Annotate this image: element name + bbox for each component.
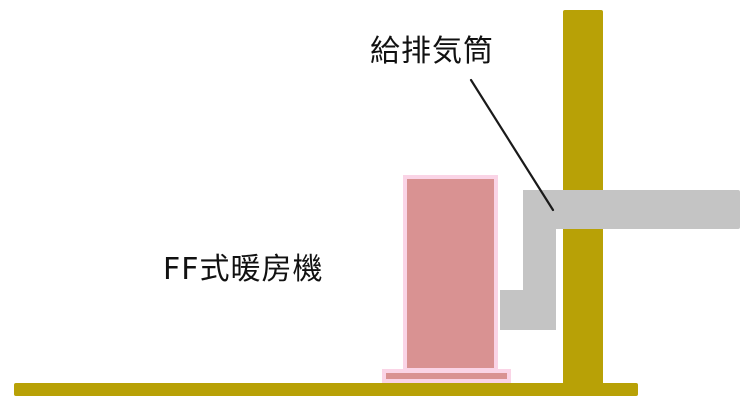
ff-heater-unit — [403, 175, 498, 372]
heater-base — [382, 369, 511, 383]
flue-pipe-label: 給排気筒 — [370, 34, 494, 69]
flue-pipe-horizontal — [523, 190, 740, 229]
heater-body — [407, 179, 494, 368]
heater-label: FF式暖房機 — [163, 252, 324, 287]
floor — [14, 383, 638, 396]
heater-base-plate — [386, 373, 507, 379]
flue-pipe-connector — [500, 290, 556, 330]
